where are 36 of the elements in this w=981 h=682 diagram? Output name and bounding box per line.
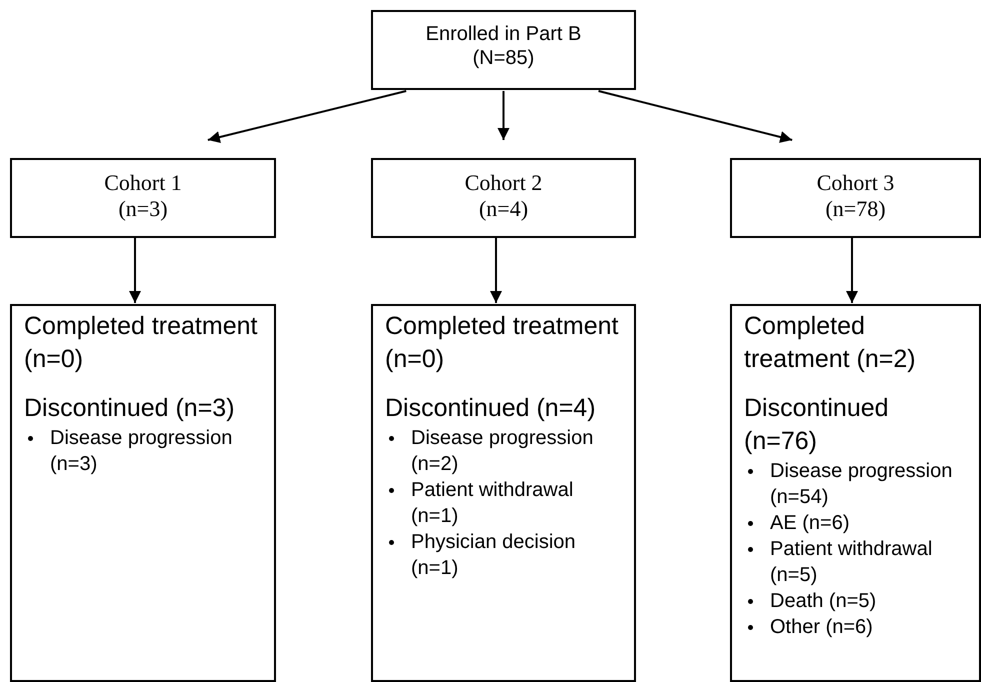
outcome-heading: Discontinued (n=76) (744, 393, 890, 457)
bullet-item: Patient withdrawal (n=1) (411, 478, 574, 529)
cohort-box (10, 158, 276, 238)
bullet-item: Disease progression (n=3) (50, 426, 234, 477)
node-label: Cohort 3 (816, 170, 896, 196)
node-label: (N=85) (472, 46, 536, 70)
outcome-box (10, 304, 276, 682)
outcome-heading: Completed treatment (n=0) (385, 311, 620, 375)
bullet-item: Other (n=6) (770, 615, 874, 640)
arrow (598, 90, 792, 143)
node-label: (n=3) (117, 196, 169, 223)
node-label: Cohort 1 (103, 170, 183, 196)
cohort-box (730, 158, 981, 238)
arrow (490, 238, 502, 303)
outcome-heading: Completed treatment (n=2) (744, 311, 917, 375)
bullet-item: Death (n=5) (770, 589, 878, 614)
node-label: (n=78) (824, 196, 887, 223)
node-label: (n=4) (478, 196, 530, 223)
outcome-heading: Discontinued (n=3) (24, 393, 236, 424)
bullet-item: Disease progression (n=54) (770, 459, 954, 510)
bullet-item: Patient withdrawal (n=5) (770, 537, 934, 588)
outcome-heading: Discontinued (n=4) (385, 393, 597, 424)
node-label: Cohort 2 (464, 170, 544, 196)
arrow (208, 90, 406, 143)
arrow (129, 238, 141, 303)
arrow (846, 238, 858, 303)
node-label: Enrolled in Part B (424, 22, 582, 46)
outcome-box (371, 304, 636, 682)
bullet-item: Disease progression (n=2) (411, 426, 594, 477)
cohort-box (371, 158, 636, 238)
bullet-item: Physician decision (n=1) (411, 530, 577, 581)
arrow (498, 91, 510, 140)
bullet-item: AE (n=6) (770, 511, 850, 536)
start-box (371, 10, 636, 90)
outcome-heading: Completed treatment (n=0) (24, 311, 258, 375)
outcome-box (730, 304, 981, 682)
